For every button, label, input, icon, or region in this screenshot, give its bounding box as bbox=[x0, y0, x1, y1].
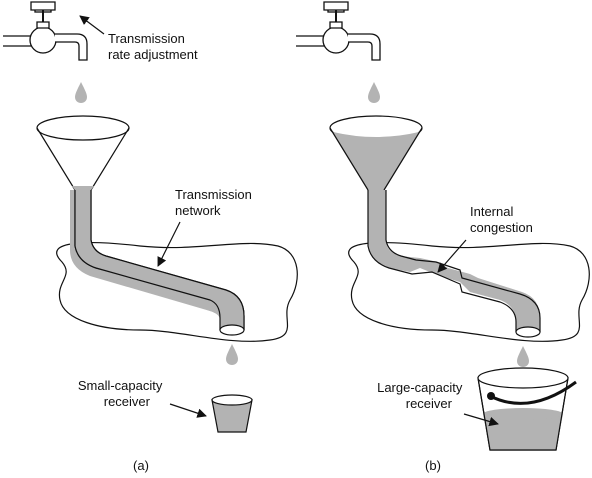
small-capacity-bucket bbox=[211, 394, 253, 433]
caption-a: (a) bbox=[133, 458, 149, 473]
funnel-filled bbox=[329, 115, 541, 338]
network-cloud bbox=[56, 241, 298, 342]
network-cloud bbox=[348, 241, 590, 342]
large-receiver-label: Large-capacity receiver bbox=[377, 380, 466, 411]
water-drop-icon bbox=[226, 344, 238, 365]
congestion-arrow bbox=[437, 239, 467, 273]
water-drop-icon bbox=[75, 82, 87, 103]
caption-b: (b) bbox=[425, 458, 441, 473]
rate-adjustment-label: Transmission rate adjustment bbox=[108, 31, 198, 62]
receiver-arrow bbox=[169, 403, 207, 418]
panel-a: Transmission rate adjustment Transmissio… bbox=[2, 1, 298, 473]
network-arrow bbox=[157, 221, 181, 267]
water-drop-icon bbox=[368, 82, 380, 103]
pipe-filled bbox=[368, 190, 540, 330]
faucet-icon bbox=[295, 1, 381, 61]
large-capacity-bucket bbox=[477, 367, 577, 451]
receiver-arrow bbox=[463, 413, 499, 427]
panel-b: Internal congestion Large-capacity recei… bbox=[295, 1, 590, 473]
small-receiver-label: Small-capacity receiver bbox=[78, 378, 166, 409]
network-label: Transmission network bbox=[175, 187, 255, 218]
congestion-label: Internal congestion bbox=[470, 204, 533, 235]
water-drop-icon bbox=[517, 346, 529, 367]
faucet-icon bbox=[2, 1, 88, 61]
rate-adjustment-arrow bbox=[79, 15, 105, 35]
funnel bbox=[36, 115, 245, 336]
